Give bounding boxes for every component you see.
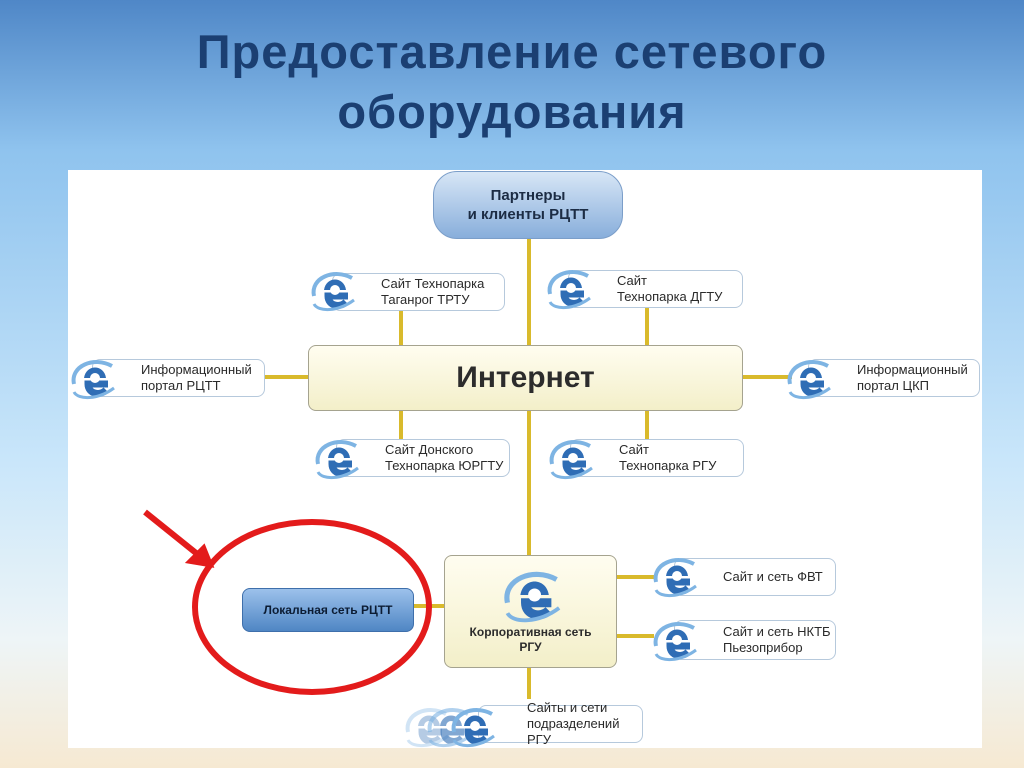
network-diagram: Партнеры и клиенты РЦТТ Интернет Сайт Те… [68,170,982,748]
local-network-label: Локальная сеть РЦТТ [263,603,393,617]
connector-line [645,308,649,346]
connector-line [414,604,444,608]
internet-explorer-icon [650,616,700,664]
subdivision-sites-node: Сайты и сети подразделений РГУ [478,700,643,747]
internet-explorer-icon [784,354,834,402]
internet-explorer-icon [650,552,700,600]
site-taganrog-node: Сайт Технопарка Таганрог ТРТУ [332,273,505,311]
site-don-node: Сайт Донского Технопарка ЮРГТУ [336,439,510,477]
connector-line [265,375,309,379]
connector-line [616,575,654,579]
connector-line [527,667,531,699]
subdivision-sites-label: Сайты и сети подразделений РГУ [527,700,620,747]
slide-title-line1: Предоставление сетевого [196,25,828,78]
site-fvt-label: Сайт и сеть ФВТ [723,569,823,584]
slide-title-line2: оборудования [337,85,687,138]
portal-ckp-label: Информационный портал ЦКП [857,362,968,393]
internet-node: Интернет [308,345,743,411]
partners-node: Партнеры и клиенты РЦТТ [433,171,623,239]
internet-explorer-icon [448,702,498,750]
slide-title: Предоставление сетевого оборудования [0,22,1024,142]
site-fvt-node: Сайт и сеть ФВТ [674,558,836,596]
internet-explorer-icon [312,434,362,482]
internet-explorer-icon [308,266,358,314]
connector-line [399,410,403,440]
internet-label: Интернет [456,361,595,394]
site-rgu-label: Сайт Технопарка РГУ [619,442,717,473]
connector-line [742,375,792,379]
connector-line [399,310,403,346]
internet-explorer-icon [544,264,594,312]
site-dgtu-label: Сайт Технопарка ДГТУ [617,273,723,304]
connector-line [645,410,649,440]
portal-rctt-node: Информационный портал РЦТТ [92,359,265,397]
corporate-network-label: Корпоративная сеть РГУ [469,625,592,654]
portal-rctt-label: Информационный портал РЦТТ [141,362,252,393]
corporate-network-node: Корпоративная сеть РГУ [444,555,617,668]
site-nktb-node: Сайт и сеть НКТБ Пьезоприбор [674,620,836,660]
connector-line [527,238,531,346]
site-nktb-label: Сайт и сеть НКТБ Пьезоприбор [723,624,831,655]
internet-explorer-icon [546,434,596,482]
portal-ckp-node: Информационный портал ЦКП [808,359,980,397]
connector-line [527,410,531,555]
internet-explorer-icon [68,354,118,402]
local-network-node: Локальная сеть РЦТТ [242,588,414,632]
internet-explorer-icon [499,564,565,626]
site-don-label: Сайт Донского Технопарка ЮРГТУ [385,442,504,473]
site-dgtu-node: Сайт Технопарка ДГТУ [568,270,743,308]
site-taganrog-label: Сайт Технопарка Таганрог ТРТУ [381,276,485,307]
connector-line [616,634,654,638]
site-rgu-node: Сайт Технопарка РГУ [570,439,744,477]
